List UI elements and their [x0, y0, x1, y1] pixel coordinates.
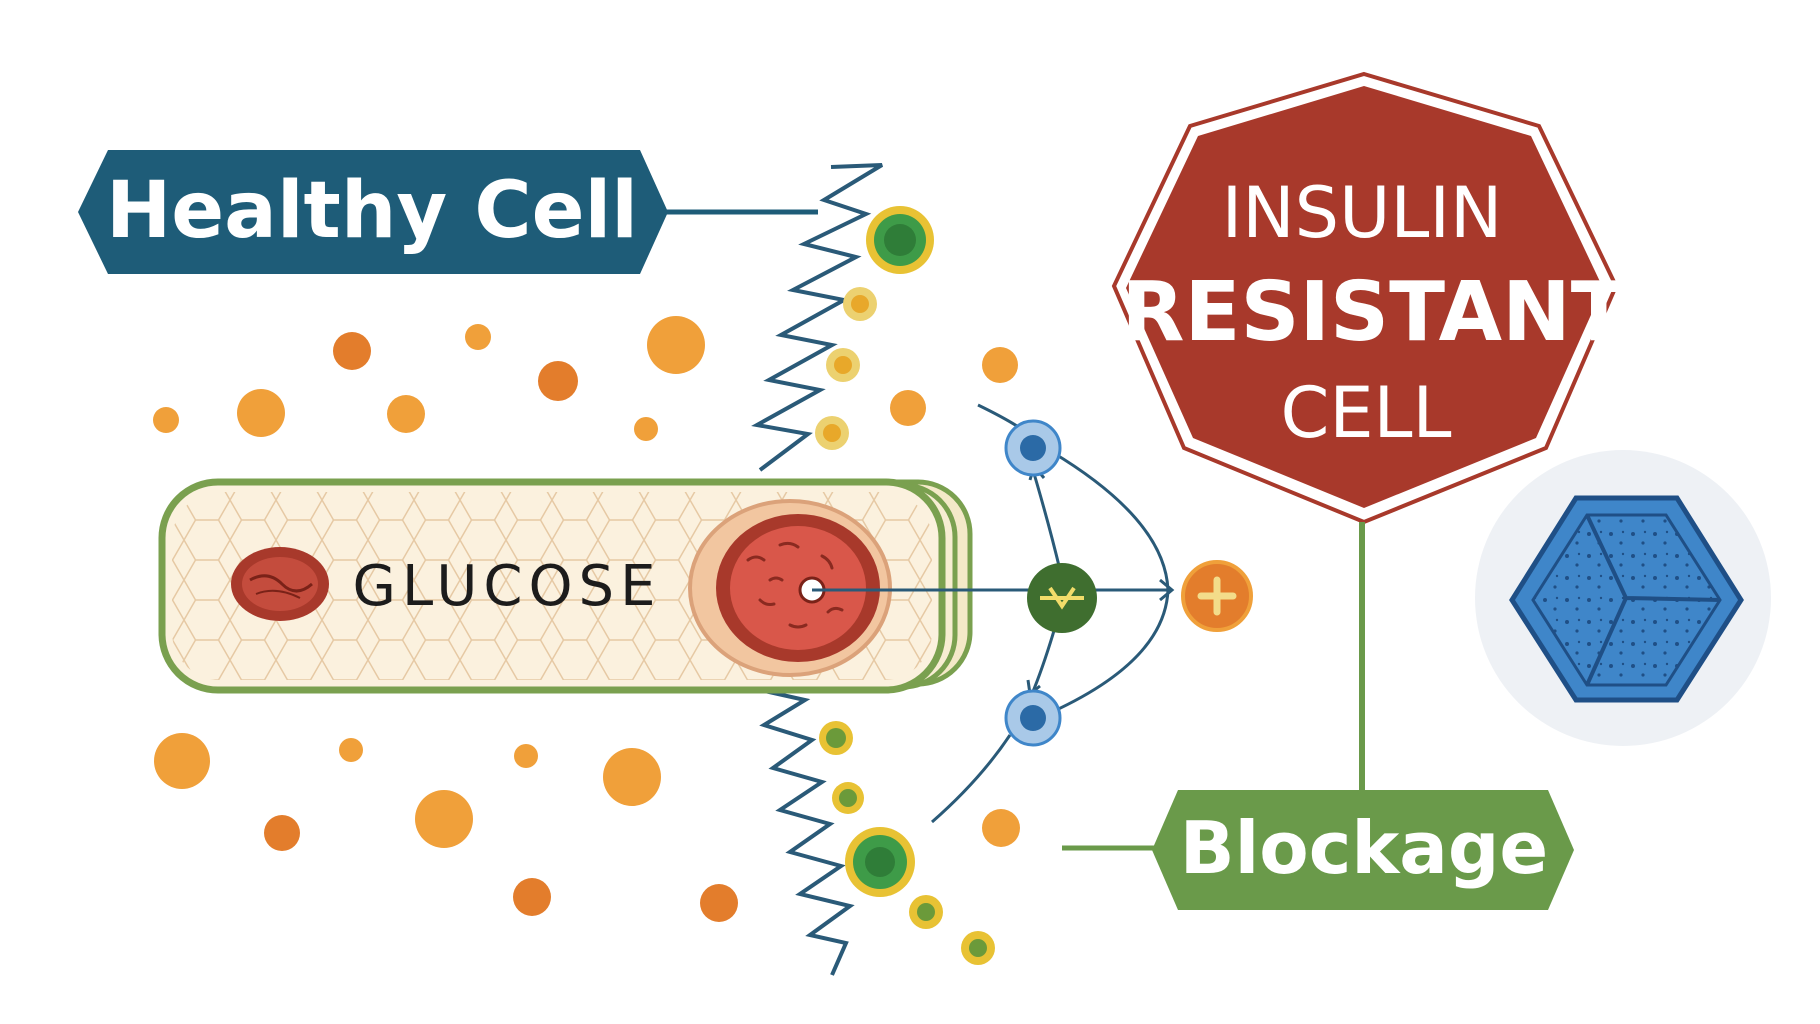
plus-signal-icon	[1181, 560, 1253, 632]
blockage-label: Blockage	[1180, 806, 1549, 890]
nucleus-icon	[688, 499, 892, 677]
receptor-particle-large	[866, 206, 934, 274]
cell-label: CELL	[1280, 372, 1451, 454]
insulin-label: INSULIN	[1222, 172, 1503, 254]
crystal-icon	[1475, 450, 1771, 746]
blockage-tag: Blockage	[1152, 790, 1574, 910]
blocked-signal-icon	[1027, 563, 1097, 633]
receptor-particle-large	[845, 827, 915, 897]
resistant-label: RESISTANT	[1121, 265, 1626, 360]
insulin-resistant-sign: INSULIN RESISTANT CELL	[1111, 71, 1627, 525]
healthy-cell-tag: Healthy Cell	[78, 150, 818, 274]
glucose-particles	[153, 316, 1020, 922]
glucose-capsule: GLUCOSE	[158, 478, 973, 694]
receptor-top-icon	[1004, 419, 1062, 477]
receptor-bottom-icon	[1004, 689, 1062, 747]
healthy-cell-label: Healthy Cell	[106, 166, 638, 256]
mitochondria-icon	[231, 547, 329, 621]
glucose-label: GLUCOSE	[353, 554, 662, 619]
insulin-particles	[815, 206, 995, 965]
